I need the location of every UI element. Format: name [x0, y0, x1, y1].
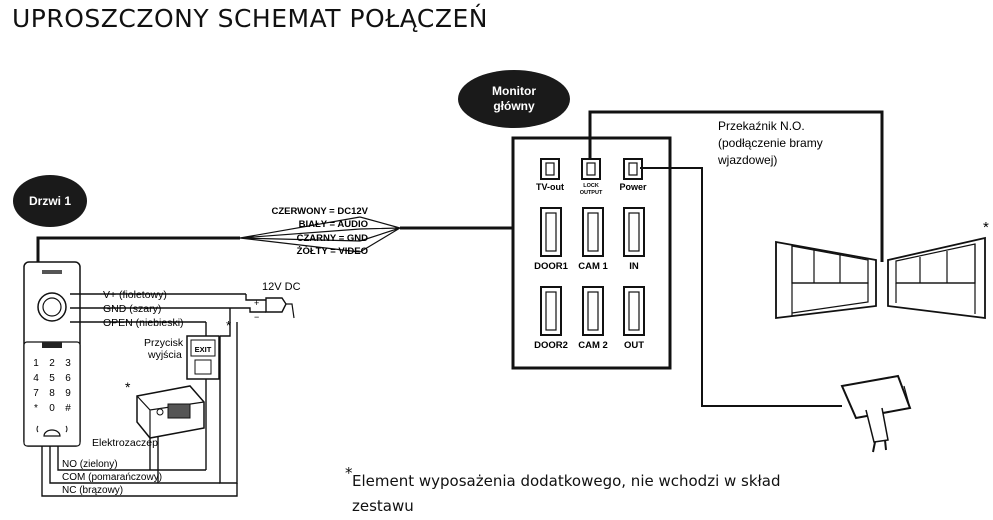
port-tv-out: TV-out: [536, 158, 564, 192]
exit-label-1: Przycisk: [144, 337, 184, 349]
keypad-key: 8: [49, 388, 55, 399]
relay-label-no: NO (zielony): [62, 459, 118, 470]
gate-relay-label-2: (podłączenie bramy: [718, 136, 823, 150]
keypad-key: #: [65, 403, 71, 414]
gate-relay-label-3: wjazdowej): [717, 153, 777, 167]
wire-label-vplus: V+ (fioletowy): [103, 289, 167, 301]
dc-plug-icon: [265, 297, 287, 313]
svg-text:CAM 1: CAM 1: [578, 261, 608, 272]
port-door1: DOOR1: [534, 207, 569, 272]
svg-text:LOCK: LOCK: [583, 183, 599, 189]
main-cable: [36, 236, 240, 263]
minus-sign: −: [254, 312, 259, 322]
door-badge-label: Drzwi 1: [29, 194, 71, 208]
keypad-key: 2: [49, 358, 55, 369]
keypad-key: 9: [65, 388, 71, 399]
port-out: OUT: [623, 286, 645, 351]
monitor-badge-line2: główny: [493, 99, 535, 113]
footnote-asterisk: *: [345, 464, 353, 482]
port-cam2: CAM 2: [578, 286, 608, 351]
svg-text:DOOR2: DOOR2: [534, 340, 568, 351]
power-adapter-icon: [840, 374, 912, 453]
svg-text:EXIT: EXIT: [195, 345, 212, 354]
exit-asterisk: *: [226, 318, 231, 333]
wire-label-open: OPEN (niebieski): [103, 317, 184, 329]
svg-text:CAM 2: CAM 2: [578, 340, 608, 351]
keypad-key: 7: [33, 388, 39, 399]
port-in: IN: [623, 207, 645, 272]
electric-strike-icon: [136, 385, 205, 439]
keypad-key: 4: [33, 373, 39, 384]
cable-fan-left: [239, 216, 361, 253]
svg-text:Power: Power: [619, 182, 647, 192]
exit-label-2: wyjścia: [147, 349, 182, 361]
footnote-text: Element wyposażenia dodatkowego, nie wch…: [352, 472, 781, 515]
wire-label-yellow: ŻÓŁTY = VIDEO: [297, 245, 368, 257]
wire-label-red: CZERWONY = DC12V: [271, 206, 368, 217]
power-12v-label: 12V DC: [262, 281, 301, 293]
monitor-badge: [458, 70, 570, 128]
svg-text:IN: IN: [629, 261, 639, 272]
keypad-key: 3: [65, 358, 71, 369]
svg-text:OUT: OUT: [624, 340, 644, 351]
svg-text:TV-out: TV-out: [536, 182, 564, 192]
port-power: Power: [619, 158, 647, 192]
keypad-key: 6: [65, 373, 71, 384]
strike-label: Elektrozaczep: [92, 437, 158, 449]
gate-illustration: [775, 236, 986, 320]
gate-relay-cable: [588, 110, 884, 262]
strike-asterisk: *: [125, 379, 131, 395]
footnote: * Element wyposażenia dodatkowego, nie w…: [345, 464, 782, 519]
port-cam1: CAM 1: [578, 207, 608, 272]
plus-sign: +: [254, 298, 259, 308]
keypad-key: 5: [49, 373, 55, 384]
svg-text:OUTPUT: OUTPUT: [580, 190, 603, 196]
keypad-key: *: [34, 403, 38, 414]
door-badge: [13, 175, 87, 227]
page-title: UPROSZCZONY SCHEMAT POŁĄCZEŃ: [12, 4, 489, 33]
door-station: [23, 261, 81, 447]
wire-label-black: CZARNY = GND: [297, 233, 368, 244]
port-lock-output: LOCK OUTPUT: [580, 158, 603, 196]
wire-label-white: BIAŁY = AUDIO: [299, 219, 368, 230]
exit-button-icon: EXIT: [186, 335, 220, 380]
svg-text:DOOR1: DOOR1: [534, 261, 569, 272]
power-cable: [640, 167, 842, 407]
gate-relay-label-1: Przekaźnik N.O.: [718, 119, 805, 133]
keypad-key: 0: [49, 403, 55, 414]
relay-label-nc: NC (brązowy): [62, 485, 123, 496]
panel-wires: [70, 293, 246, 323]
power-12v-wires: [230, 294, 266, 313]
relay-wires: [149, 322, 238, 484]
port-door2: DOOR2: [534, 286, 568, 351]
relay-label-com: COM (pomarańczowy): [62, 472, 162, 483]
monitor-badge-line1: Monitor: [492, 84, 536, 98]
cable-fan-right: [359, 216, 401, 253]
gate-asterisk: *: [983, 219, 989, 236]
wire-label-gnd: GND (szary): [103, 303, 161, 315]
keypad-key: 1: [33, 358, 39, 369]
